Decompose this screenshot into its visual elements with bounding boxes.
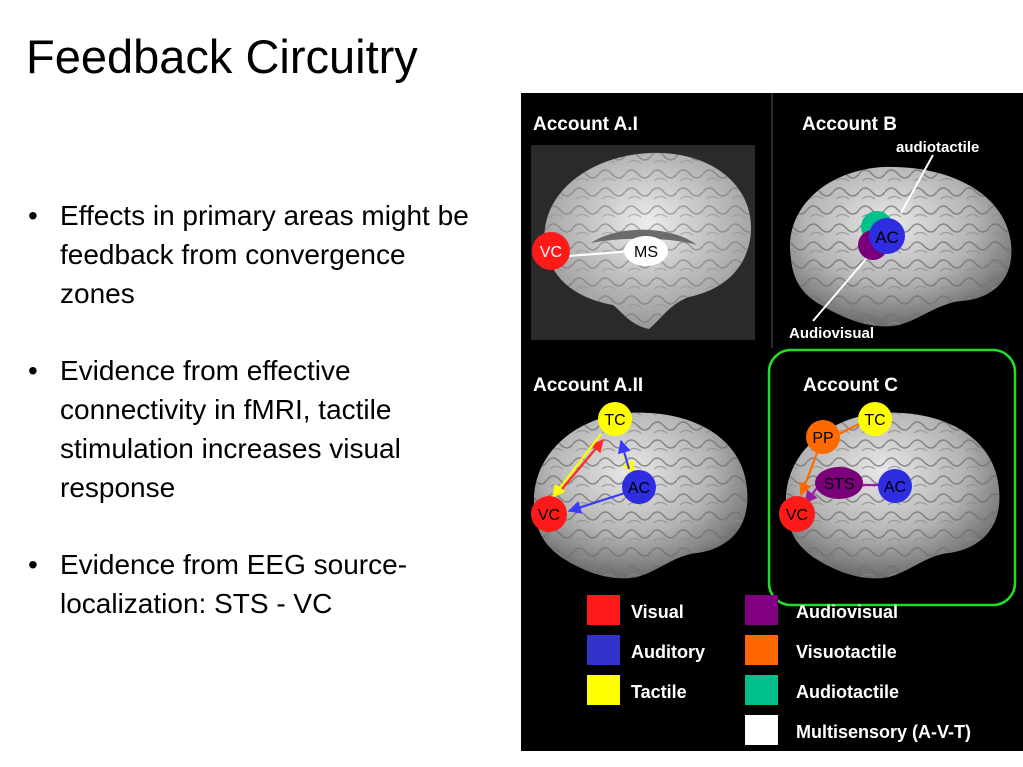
legend: Visual Audiovisual Auditory Visuotactile… xyxy=(587,595,971,745)
pp-tc-link xyxy=(838,423,860,435)
slide-title: Feedback Circuitry xyxy=(26,30,418,83)
vc-ms-connector xyxy=(568,250,634,257)
panel-title: Account B xyxy=(802,114,897,135)
audiovisual-pointer xyxy=(812,252,872,322)
legend-swatch xyxy=(745,715,778,745)
legend-item: Audiovisual xyxy=(745,595,898,625)
bullet-item: • Effects in primary areas might be feedb… xyxy=(26,196,476,313)
legend-label: Multisensory (A-V-T) xyxy=(796,722,971,742)
ac-node xyxy=(869,218,905,254)
bullet-dot-icon: • xyxy=(28,200,38,231)
audiotactile-label: audiotactile xyxy=(896,139,979,156)
legend-item: Audiotactile xyxy=(745,675,899,705)
bullet-dot-icon: • xyxy=(28,355,38,386)
ac-node xyxy=(878,469,912,503)
tc-node xyxy=(598,402,632,436)
bullet-item: • Evidence from effective connectivity in… xyxy=(26,351,476,507)
tc-label: TC xyxy=(864,412,885,429)
legend-label: Tactile xyxy=(631,682,687,702)
vc-label: VC xyxy=(540,244,562,261)
vc-node xyxy=(531,496,567,532)
brain-figure: Account A.I VC MS Account B AC audiotact… xyxy=(521,93,1023,751)
ac-label: AC xyxy=(628,480,650,497)
pp-label: PP xyxy=(812,430,833,447)
bullet-text: Effects in primary areas might be feedba… xyxy=(60,200,469,309)
legend-swatch xyxy=(587,635,620,665)
audiovisual-label: Audiovisual xyxy=(789,325,874,342)
vc-label: VC xyxy=(786,507,808,524)
legend-label: Audiovisual xyxy=(796,602,898,622)
tc-to-vc-arrow xyxy=(552,433,602,499)
panel-title: Account A.I xyxy=(533,114,638,135)
sts-label: STS xyxy=(823,476,854,493)
vc-label: VC xyxy=(538,507,560,524)
legend-swatch xyxy=(587,595,620,625)
legend-label: Audiotactile xyxy=(796,682,899,702)
panel-account-a2: Account A.II TC AC VC xyxy=(531,375,748,579)
tc-label: TC xyxy=(604,412,625,429)
legend-label: Visual xyxy=(631,602,684,622)
brain-figure-svg: Account A.I VC MS Account B AC audiotact… xyxy=(531,93,1017,745)
ms-label: MS xyxy=(634,244,658,261)
legend-label: Auditory xyxy=(631,642,705,662)
legend-item: Auditory xyxy=(587,635,705,665)
panel-title: Account C xyxy=(803,375,898,396)
bullet-item: • Evidence from EEG source-localization: … xyxy=(26,545,476,623)
tc-node xyxy=(858,402,892,436)
ac-label: AC xyxy=(884,479,906,496)
legend-swatch xyxy=(745,675,778,705)
bullet-dot-icon: • xyxy=(28,549,38,580)
legend-swatch xyxy=(745,595,778,625)
vc-node xyxy=(532,232,570,270)
ms-node xyxy=(624,236,668,266)
legend-label: Visuotactile xyxy=(796,642,897,662)
pp-node xyxy=(806,420,840,454)
legend-item: Tactile xyxy=(587,675,687,705)
pp-to-vc-arrow xyxy=(799,452,819,497)
panel-account-c: Account C PP TC STS AC VC xyxy=(767,348,1017,607)
bullet-list: • Effects in primary areas might be feedb… xyxy=(26,196,476,661)
bullet-text: Evidence from EEG source-localization: S… xyxy=(60,549,408,619)
panel-account-a1: Account A.I VC MS xyxy=(531,114,755,340)
ac-to-vc-arrow xyxy=(567,491,626,514)
legend-item: Visuotactile xyxy=(745,635,897,665)
legend-swatch xyxy=(587,675,620,705)
vc-node xyxy=(779,496,815,532)
highlight-frame xyxy=(767,348,1017,607)
panel-account-b: Account B AC audiotactile Audiovisual xyxy=(789,114,1012,342)
panel-title: Account A.II xyxy=(533,375,643,396)
ac-label: AC xyxy=(875,228,899,247)
ac-to-tc-arrow xyxy=(617,439,631,470)
legend-swatch xyxy=(745,635,778,665)
sts-node xyxy=(815,467,863,499)
ac-node xyxy=(622,470,656,504)
legend-item: Multisensory (A-V-T) xyxy=(745,715,971,745)
audiotactile-pointer xyxy=(900,154,934,214)
legend-item: Visual xyxy=(587,595,684,625)
bullet-text: Evidence from effective connectivity in … xyxy=(60,355,401,503)
